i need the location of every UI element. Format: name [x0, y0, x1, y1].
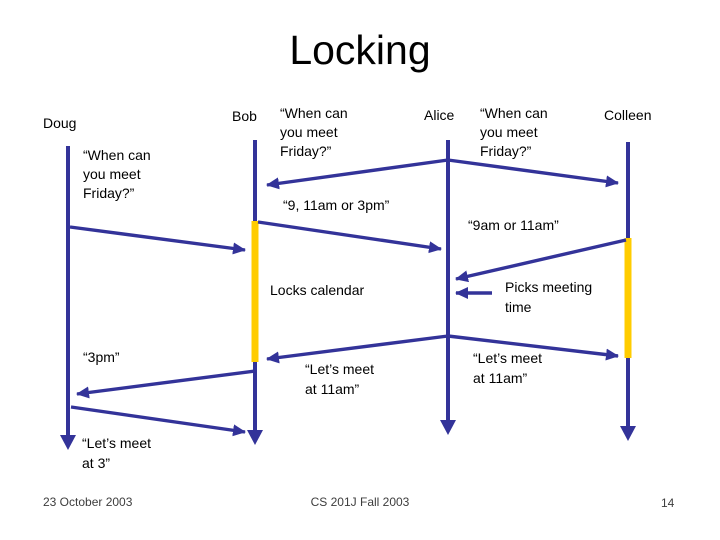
lock-bar-bob: [251, 221, 259, 362]
label-colleen-reply: “9am or 11am”: [468, 217, 559, 233]
label-alice-ask-colleen: “When can you meet Friday?”: [480, 105, 548, 159]
label-bob-reply: “9, 11am or 3pm”: [283, 197, 390, 213]
footer-course: CS 201J Fall 2003: [310, 495, 410, 509]
label-bob-to-doug: “3pm”: [83, 349, 120, 365]
msg-confirm-alice-to-bob: [266, 334, 449, 364]
label-alice-ask-bob: “When can you meet Friday?”: [280, 105, 348, 159]
actor-label-alice: Alice: [424, 107, 455, 123]
actor-label-bob: Bob: [232, 108, 257, 124]
slide-title: Locking: [289, 27, 431, 73]
msg-ask-doug-to-bob: [69, 225, 246, 255]
label-locks-calendar: Locks calendar: [270, 282, 365, 298]
label-alice-confirm-colleen: “Let’s meet at 11am”: [473, 350, 542, 386]
msg-reply-colleen-to-alice: [455, 238, 627, 283]
footer-date: 23 October 2003: [43, 495, 133, 509]
msg-reply-bob-to-alice: [257, 220, 442, 254]
label-picks-meeting-time: Picks meeting time: [505, 279, 593, 315]
msg-confirm-alice-to-colleen: [447, 334, 619, 361]
footer-page-number: 14: [661, 496, 675, 510]
actor-label-doug: Doug: [43, 115, 77, 131]
lock-bar-colleen: [624, 238, 632, 358]
label-doug-ask: “When can you meet Friday?”: [83, 147, 151, 201]
msg-confirm-doug-to-bob: [70, 405, 246, 437]
msg-reply-bob-to-doug: [76, 369, 256, 399]
label-doug-confirm: “Let’s meet at 3”: [82, 435, 151, 471]
msg-ask-alice-to-colleen: [447, 158, 619, 188]
label-alice-confirm-bob: “Let’s meet at 11am”: [305, 361, 374, 397]
msg-ask-alice-to-bob: [266, 158, 449, 190]
actor-label-colleen: Colleen: [604, 107, 652, 123]
